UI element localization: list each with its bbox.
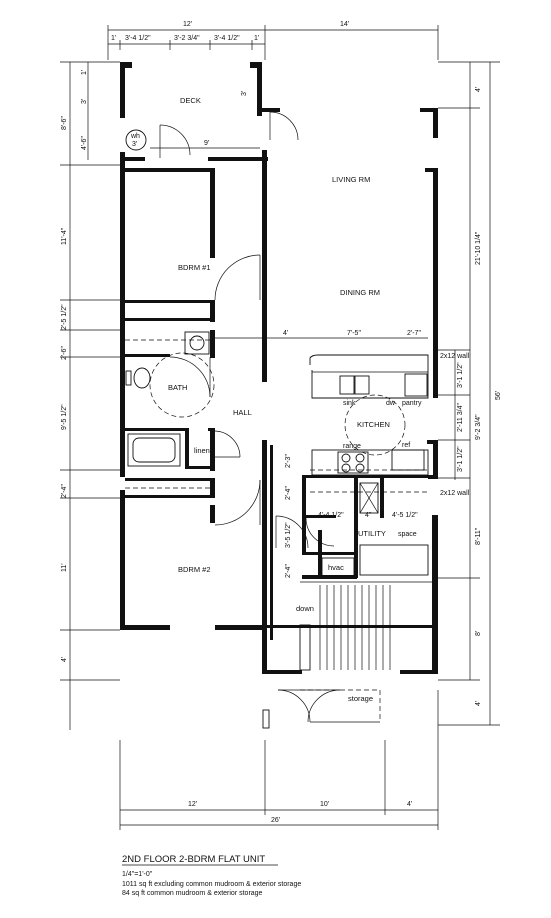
label-ref-space: space — [398, 531, 417, 538]
dim-top-14: 14' — [340, 21, 349, 28]
dimension-labels: 12' 14' 1' 3'-4 1/2" 3'-2 3/4" 3'-4 1/2"… — [61, 21, 502, 824]
dim-int-4: 4' — [283, 330, 288, 337]
dim-bottom-12: 12' — [188, 801, 197, 808]
title-block: 2ND FLOOR 2-BDRM FLAT UNIT 1/4"=1'-0" 10… — [122, 854, 301, 897]
room-label-hall: HALL — [233, 408, 252, 417]
bath-sink — [184, 331, 210, 355]
dim-int-4512: 4'-5 1/2" — [392, 512, 418, 519]
dim-left-26: 2'-6" — [61, 346, 68, 360]
room-label-living: LIVING RM — [332, 175, 370, 184]
dim-top-3234: 3'-2 3/4" — [174, 35, 200, 42]
room-label-bdrm1: BDRM #1 — [178, 263, 211, 272]
toilet — [133, 367, 151, 389]
dim-right-8: 8' — [475, 631, 482, 636]
room-label-dining: DINING RM — [340, 288, 380, 297]
dim-top-3412b: 3'-4 1/2" — [214, 35, 240, 42]
dim-top-1b: 1' — [254, 35, 259, 42]
dim-int-4412: 4'-4 1/2" — [318, 512, 344, 519]
note-area-1: 1011 sq ft excluding common mudroom & ex… — [122, 881, 301, 888]
fixtures — [125, 129, 430, 577]
label-ref: ref — [402, 442, 410, 449]
dim-bottom-4: 4' — [407, 801, 412, 808]
room-labels: DECK LIVING RM DINING RM BDRM #1 BATH HA… — [130, 96, 390, 703]
exterior-walls — [120, 62, 438, 674]
dim-right-811: 8'-11" — [475, 527, 482, 545]
room-label-utility: UTILITY — [358, 529, 386, 538]
stairs — [262, 581, 432, 729]
plan-title: 2ND FLOOR 2-BDRM FLAT UNIT — [122, 854, 265, 865]
dim-left-9512: 9'-5 1/2" — [61, 404, 68, 430]
dim-left-86: 8'-6" — [61, 116, 68, 130]
dim-right-4a: 4' — [475, 87, 482, 92]
dim-deck-door: 3' — [241, 91, 248, 96]
dim-left-114: 11'-4" — [61, 227, 68, 245]
water-heater-size: 3' — [132, 141, 137, 148]
dim-left-3: 3' — [81, 99, 88, 104]
washer-dryer-space — [359, 544, 429, 576]
label-sink: sink — [343, 400, 356, 407]
note-area-2: 84 sq ft common mudroom & exterior stora… — [122, 890, 263, 897]
hvac-unit — [321, 557, 355, 577]
room-label-deck: DECK — [180, 96, 201, 105]
dim-int-27: 2'-7" — [407, 330, 421, 337]
label-pantry: pantry — [402, 400, 422, 407]
dim-bottom-26: 26' — [271, 817, 280, 824]
refrigerator-space — [391, 449, 425, 471]
water-heater-label: wh — [130, 133, 140, 140]
dim-right-21134: 2'-11 3/4" — [457, 402, 464, 432]
dim-right-9234: 9'-2 3/4" — [475, 414, 482, 440]
interior-walls — [125, 150, 432, 670]
dim-top-12: 12' — [183, 21, 192, 28]
label-2x12-wall-top: 2x12 wall — [440, 353, 470, 360]
dim-right-3112b: 3'-1 1/2" — [457, 446, 464, 472]
doors — [159, 111, 341, 723]
dim-int-24a: 2'-4" — [285, 486, 292, 500]
dim-left-24: 2'-4" — [61, 484, 68, 498]
bathtub — [127, 433, 181, 467]
label-range: range — [343, 443, 361, 450]
dim-top-1a: 1' — [111, 35, 116, 42]
kitchen-counter-top — [309, 354, 429, 399]
dim-left-2512: 2'-5 1/2" — [61, 304, 68, 330]
room-label-bdrm2: BDRM #2 — [178, 565, 211, 574]
dim-int-4: 4" — [365, 512, 372, 519]
water-heater — [125, 129, 147, 151]
room-label-linen: linen — [194, 446, 210, 455]
dimension-lines — [60, 25, 500, 830]
dim-bottom-10: 10' — [320, 801, 329, 808]
dim-left-11: 11' — [61, 563, 68, 572]
dim-left-1: 1' — [81, 70, 88, 75]
label-2x12-wall-bottom: 2x12 wall — [440, 490, 470, 497]
pantry — [404, 373, 428, 397]
dim-left-46: 4'-6" — [81, 136, 88, 150]
dim-int-23a: 2'-3" — [285, 454, 292, 468]
room-label-kitchen: KITCHEN — [357, 420, 390, 429]
dim-right-4b: 4' — [475, 701, 482, 706]
room-label-storage: storage — [348, 694, 373, 703]
dim-left-4: 4' — [61, 657, 68, 662]
room-label-bath: BATH — [168, 383, 187, 392]
room-label-hvac: hvac — [328, 563, 344, 572]
dim-right-56: 56' — [495, 391, 502, 400]
stair-label-down: down — [296, 604, 314, 613]
range — [337, 451, 369, 474]
dim-right-3112a: 3'-1 1/2" — [457, 362, 464, 388]
label-dw: dw — [386, 400, 396, 407]
dim-right-21014: 21'-10 1/4" — [475, 231, 482, 265]
kitchen-sink — [339, 375, 355, 395]
dim-deck-width: 9' — [204, 140, 209, 147]
plan-scale: 1/4"=1'-0" — [122, 871, 153, 878]
dim-top-3412a: 3'-4 1/2" — [125, 35, 151, 42]
kitchen-counter-bottom — [311, 449, 429, 476]
dim-int-75: 7'-5" — [347, 330, 361, 337]
duct-space — [359, 482, 379, 514]
dim-int-3512: 3'-5 1/2" — [285, 522, 292, 548]
fixture-labels: sink dw pantry range ref space 2x12 wall… — [343, 353, 470, 538]
dim-int-24b: 2'-4" — [285, 564, 292, 578]
